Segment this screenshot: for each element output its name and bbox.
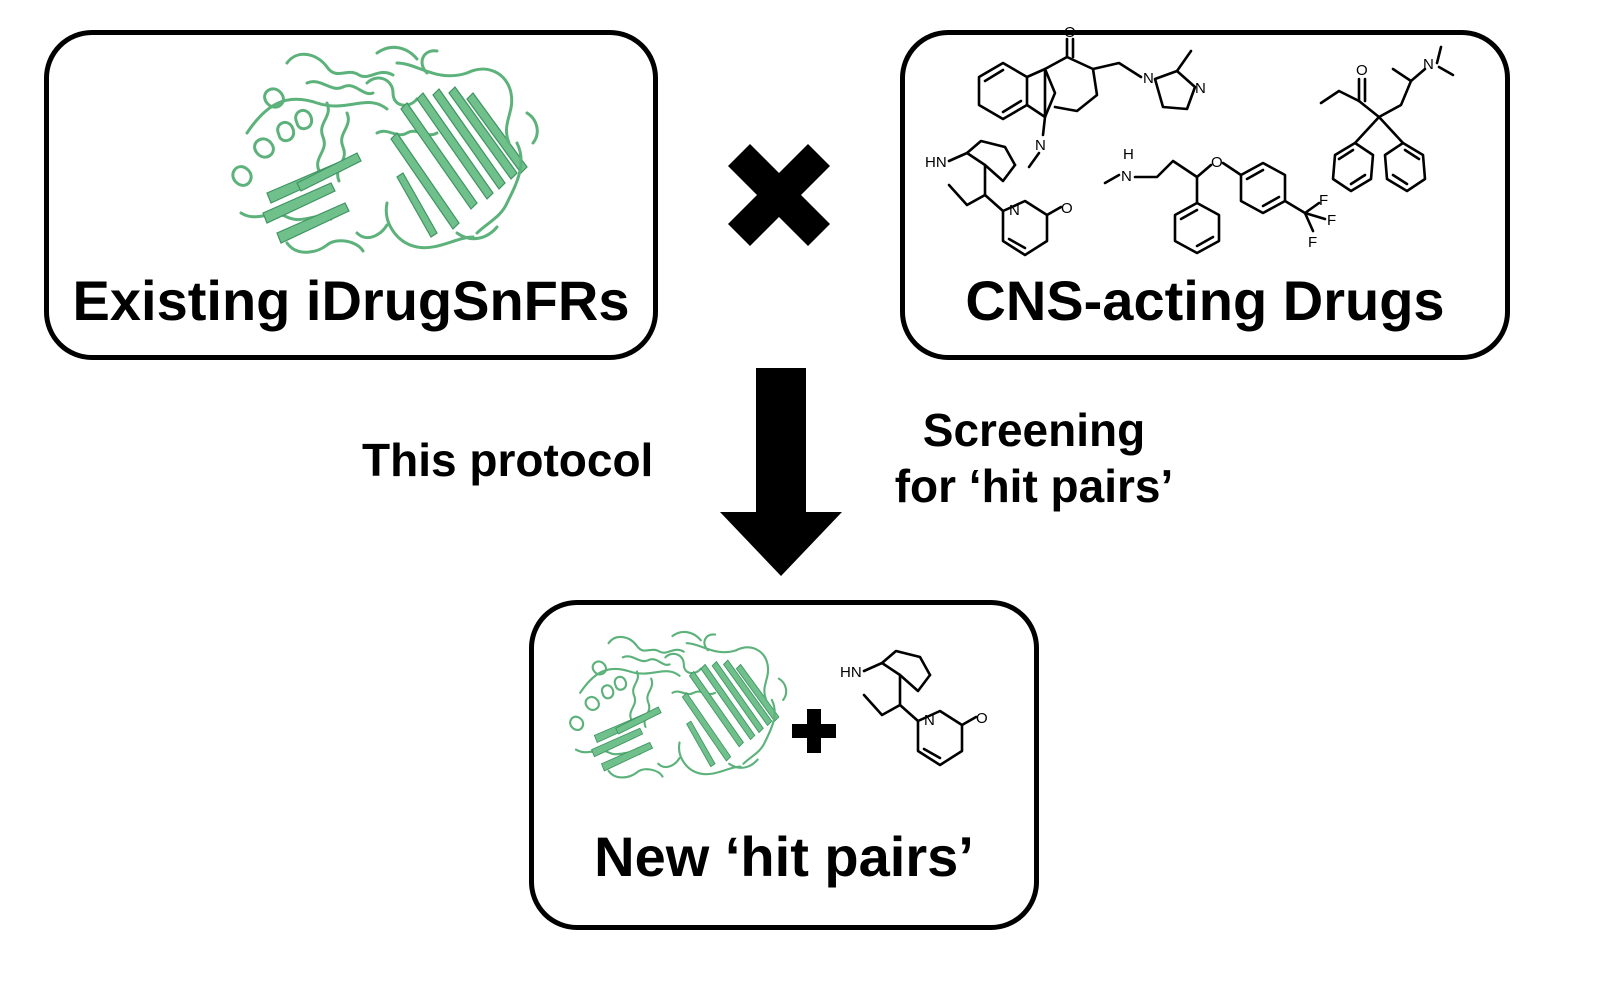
screening-label: Screening for ‘hit pairs’ — [884, 402, 1184, 514]
fluoxetine-structure: H N O F F F — [1103, 146, 1336, 255]
svg-text:N: N — [1009, 202, 1020, 219]
svg-text:N: N — [1423, 56, 1434, 73]
svg-text:N: N — [1143, 70, 1154, 87]
methadone-structure: O N — [1319, 45, 1455, 193]
svg-text:O: O — [1064, 24, 1076, 41]
svg-text:O: O — [976, 710, 988, 727]
down-arrow-icon — [720, 368, 842, 576]
plus-icon — [792, 709, 836, 753]
existing-idrugsnfrs-title: Existing iDrugSnFRs — [72, 269, 630, 332]
svg-text:O: O — [1061, 200, 1073, 217]
svg-text:N: N — [924, 712, 935, 729]
times-icon — [728, 144, 830, 246]
cytisine-structure: HN N O — [840, 649, 988, 767]
svg-text:F: F — [1327, 212, 1336, 229]
svg-text:F: F — [1319, 192, 1328, 209]
svg-text:HN: HN — [925, 154, 947, 171]
protein-structure-icon — [569, 630, 788, 779]
cytisine-structure: HN N O — [925, 139, 1073, 257]
svg-text:O: O — [1356, 62, 1368, 79]
svg-text:H: H — [1123, 146, 1134, 163]
this-protocol-label: This protocol — [362, 434, 654, 486]
svg-text:N: N — [1195, 80, 1206, 97]
cns-acting-drugs-title: CNS-acting Drugs — [965, 269, 1445, 332]
drug-structures: O N N N HN N O H N — [925, 24, 1455, 257]
new-hit-pairs-box: HN N O New ‘hit pairs’ — [529, 600, 1039, 930]
svg-text:N: N — [1121, 168, 1132, 185]
screening-label-line2: for ‘hit pairs’ — [894, 460, 1174, 512]
svg-text:N: N — [1035, 137, 1046, 154]
protein-structure-icon — [231, 45, 539, 254]
svg-text:HN: HN — [840, 664, 862, 681]
screening-label-line1: Screening — [922, 404, 1146, 456]
svg-text:F: F — [1308, 234, 1317, 251]
cns-acting-drugs-box: O N N N HN N O H N — [900, 24, 1510, 360]
ondansetron-structure: O N N N — [977, 24, 1206, 169]
svg-text:O: O — [1211, 154, 1223, 171]
existing-idrugsnfrs-box: Existing iDrugSnFRs — [44, 30, 658, 360]
new-hit-pairs-title: New ‘hit pairs’ — [594, 825, 974, 888]
